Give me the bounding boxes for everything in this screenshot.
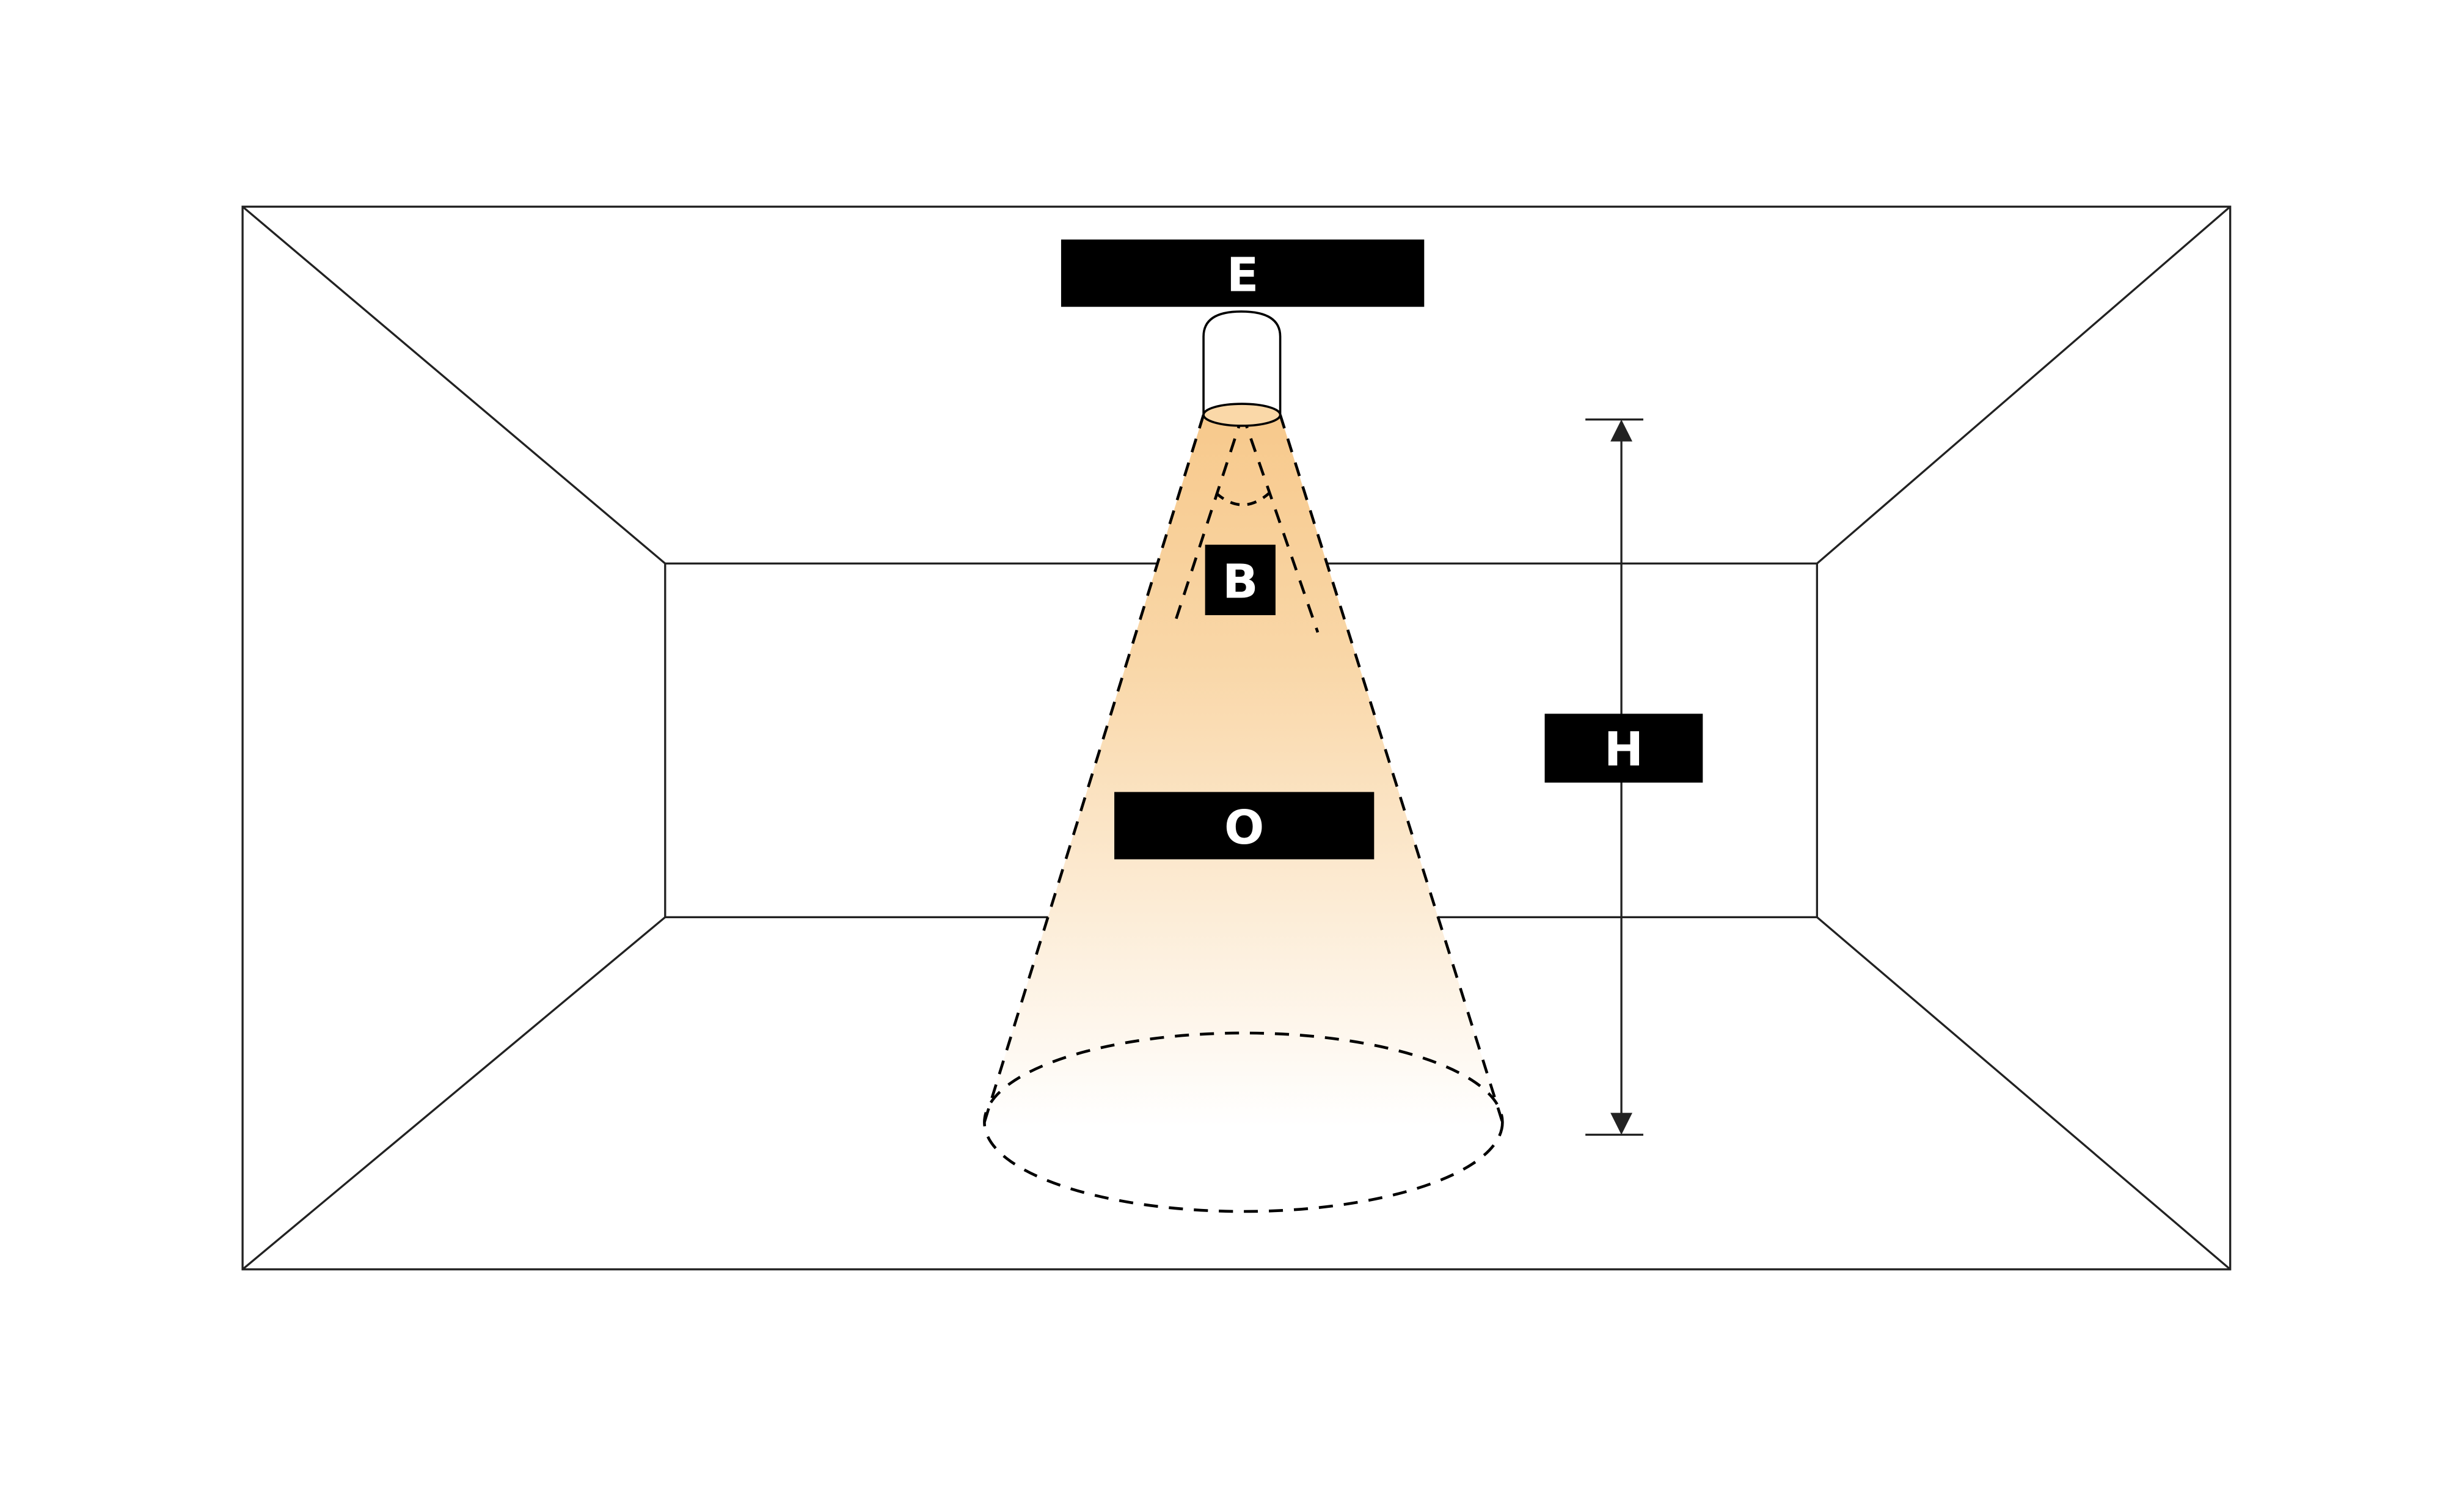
- arrow-down-icon: [1610, 1112, 1633, 1135]
- lamp-aperture: [1202, 403, 1282, 427]
- perspective-line-tr: [1816, 206, 2231, 564]
- arrow-up-icon: [1610, 419, 1633, 442]
- beam-angle-left: [1172, 414, 1244, 627]
- label-h: H: [1544, 714, 1703, 783]
- beam-footprint: [983, 1031, 1504, 1213]
- beam-angle-arc: [1215, 492, 1271, 506]
- lamp-body: [1202, 310, 1282, 415]
- perspective-line-br: [1816, 916, 2231, 1271]
- beam-angle-right: [1241, 414, 1320, 633]
- label-o: O: [1114, 792, 1375, 860]
- label-b-text: B: [1222, 555, 1258, 610]
- outer-frame: [241, 205, 2232, 1271]
- label-e-text: E: [1227, 249, 1259, 303]
- label-o-text: O: [1224, 801, 1264, 855]
- perspective-line-tl: [242, 206, 666, 564]
- label-b: B: [1205, 544, 1276, 615]
- label-h-text: H: [1604, 723, 1643, 777]
- perspective-line-bl: [242, 916, 666, 1271]
- label-e: E: [1061, 239, 1425, 307]
- beam-edges: [983, 414, 1504, 1213]
